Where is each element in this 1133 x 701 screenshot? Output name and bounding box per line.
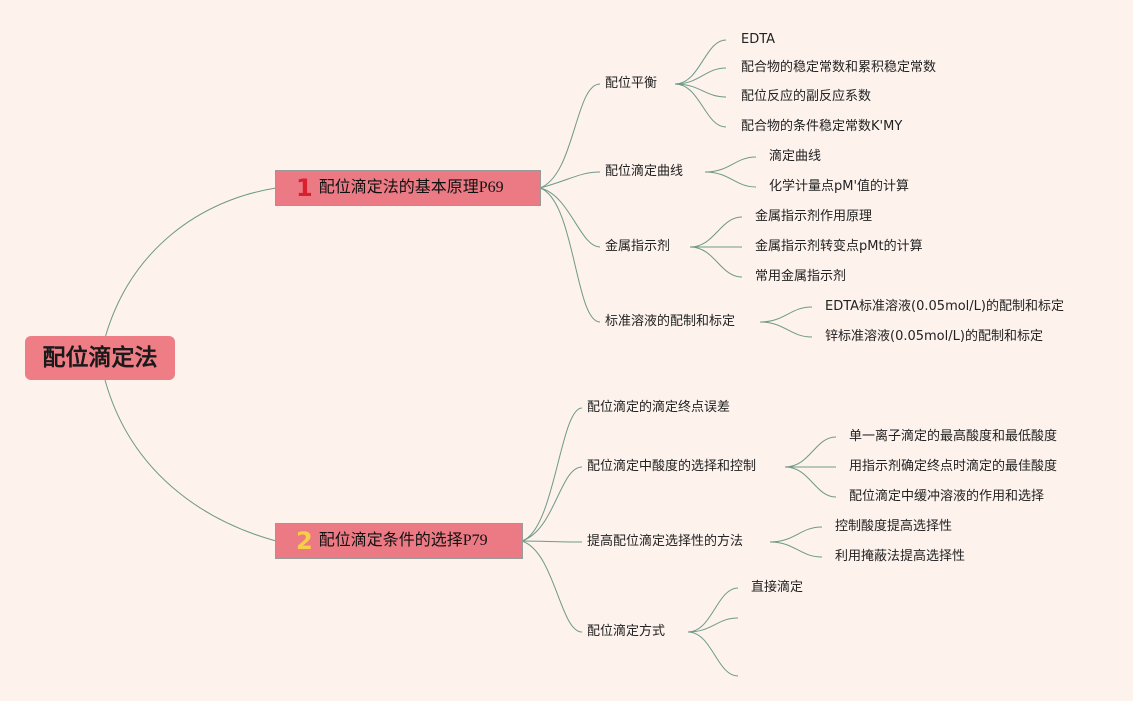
leaf-pm-calculation[interactable]: 化学计量点pM'值的计算 (769, 179, 910, 194)
branch-1-label: 配位滴定法的基本原理P69 (318, 179, 504, 196)
leaf-direct-titration[interactable]: 直接滴定 (751, 580, 804, 595)
link-d3-l1 (769, 526, 823, 543)
leaf-indicator-principle[interactable]: 金属指示剂作用原理 (755, 209, 873, 224)
branch-2-label: 配位滴定条件的选择P79 (318, 532, 488, 549)
subtopic-acidity-control[interactable]: 配位滴定中酸度的选择和控制 (587, 459, 757, 474)
link-b2-c4 (521, 540, 583, 633)
link-c1-l2 (674, 67, 727, 85)
leaf-zinc-standard[interactable]: 锌标准溶液(0.05mol/L)的配制和标定 (825, 329, 1043, 344)
subtopic-coordination-equilibrium[interactable]: 配位平衡 (605, 76, 658, 91)
link-root-branch-1 (104, 187, 277, 339)
leaf-max-min-acidity[interactable]: 单一离子滴定的最高酸度和最低酸度 (849, 429, 1058, 444)
link-d4-l2 (687, 617, 739, 633)
link-d4-l1 (687, 587, 739, 633)
link-d2-l3 (784, 466, 837, 498)
link-b2-c1 (521, 407, 583, 542)
link-c3-l1 (689, 216, 743, 248)
subtopic-selectivity[interactable]: 提高配位滴定选择性的方法 (587, 534, 744, 549)
link-c4-l1 (759, 306, 813, 323)
branch-1-number: 1 (296, 174, 313, 202)
leaf-indicator-transition[interactable]: 金属指示剂转变点pMt的计算 (755, 239, 923, 254)
subtopic-metal-indicator[interactable]: 金属指示剂 (605, 239, 671, 254)
subtopic-standard-solution[interactable]: 标准溶液的配制和标定 (605, 314, 736, 329)
leaf-masking-selectivity[interactable]: 利用掩蔽法提高选择性 (835, 549, 966, 564)
leaf-acidity-selectivity[interactable]: 控制酸度提高选择性 (835, 519, 953, 534)
link-b2-c3 (521, 540, 583, 543)
link-c2-l1 (704, 156, 757, 173)
link-d3-l2 (769, 541, 823, 558)
branch-1-topic[interactable]: 1 配位滴定法的基本原理P69 (275, 170, 541, 206)
link-d4-l3 (687, 631, 739, 677)
link-c4-l2 (759, 321, 813, 338)
link-b2-c2 (521, 466, 583, 542)
leaf-common-indicators[interactable]: 常用金属指示剂 (755, 269, 847, 284)
branch-2-topic[interactable]: 2 配位滴定条件的选择P79 (275, 523, 523, 559)
subtopic-endpoint-error[interactable]: 配位滴定的滴定终点误差 (587, 400, 731, 415)
link-c2-l2 (704, 171, 757, 188)
leaf-titration-curve[interactable]: 滴定曲线 (769, 149, 822, 164)
link-root-branch-2 (104, 379, 277, 542)
leaf-side-reaction-coefficient[interactable]: 配位反应的副反应系数 (741, 89, 872, 104)
link-b1-c3 (539, 187, 601, 248)
leaf-optimal-acidity[interactable]: 用指示剂确定终点时滴定的最佳酸度 (849, 459, 1058, 474)
link-c3-l3 (689, 246, 743, 278)
link-c1-l4 (674, 83, 727, 128)
root-topic[interactable]: 配位滴定法 (25, 336, 175, 380)
leaf-edta-standard[interactable]: EDTA标准溶液(0.05mol/L)的配制和标定 (825, 299, 1064, 314)
leaf-buffer-role[interactable]: 配位滴定中缓冲溶液的作用和选择 (849, 489, 1045, 504)
leaf-edta[interactable]: EDTA (741, 32, 776, 47)
subtopic-titration-modes[interactable]: 配位滴定方式 (587, 624, 666, 639)
link-c1-l1 (674, 39, 727, 85)
link-b1-c1 (539, 83, 601, 189)
link-b1-c2 (539, 171, 601, 189)
leaf-conditional-stability-constant[interactable]: 配合物的条件稳定常数K'MY (741, 119, 903, 134)
link-b1-c4 (539, 187, 601, 323)
link-d2-l1 (784, 436, 837, 468)
branch-2-number: 2 (296, 527, 313, 555)
leaf-stability-constants[interactable]: 配合物的稳定常数和累积稳定常数 (741, 60, 937, 75)
subtopic-titration-curve[interactable]: 配位滴定曲线 (605, 164, 684, 179)
